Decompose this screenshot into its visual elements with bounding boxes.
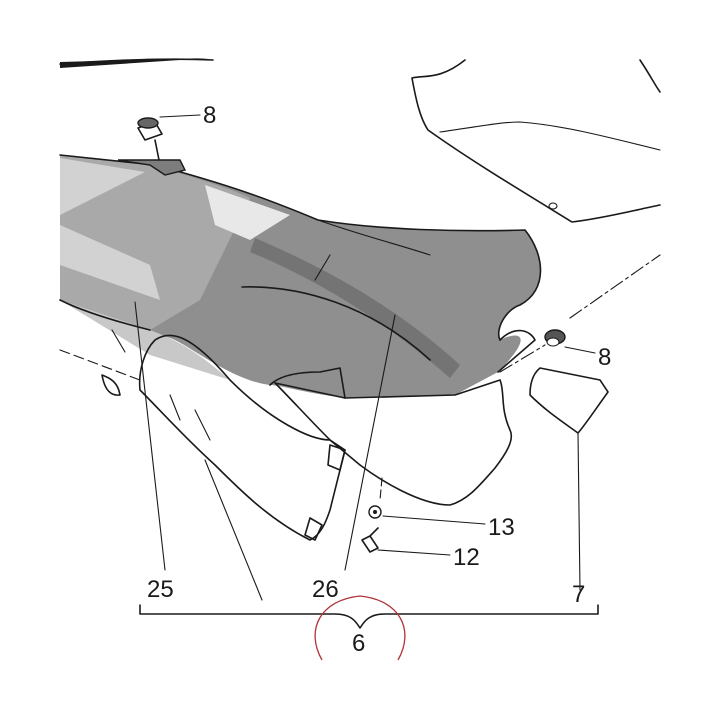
callout-25: 25 xyxy=(147,576,174,603)
underside-panel xyxy=(274,379,513,506)
grommet-right-icon xyxy=(544,329,566,347)
callout-7: 7 xyxy=(572,581,585,608)
washer-icon xyxy=(368,505,382,519)
callout-12: 12 xyxy=(453,544,480,571)
frame-edge xyxy=(59,58,214,68)
callout-26: 26 xyxy=(312,576,339,603)
side-panel xyxy=(59,299,346,541)
screw-icon xyxy=(361,527,379,553)
callout-6: 6 xyxy=(352,630,365,657)
cover-plate xyxy=(529,367,609,434)
seat-outline xyxy=(411,59,661,223)
callout-8-right: 8 xyxy=(598,344,611,371)
grommet-top-icon xyxy=(117,117,187,176)
highlight-circle xyxy=(314,595,406,661)
callout-13: 13 xyxy=(488,514,515,541)
tail-fairing xyxy=(59,154,542,399)
callout-8-top: 8 xyxy=(203,102,216,129)
